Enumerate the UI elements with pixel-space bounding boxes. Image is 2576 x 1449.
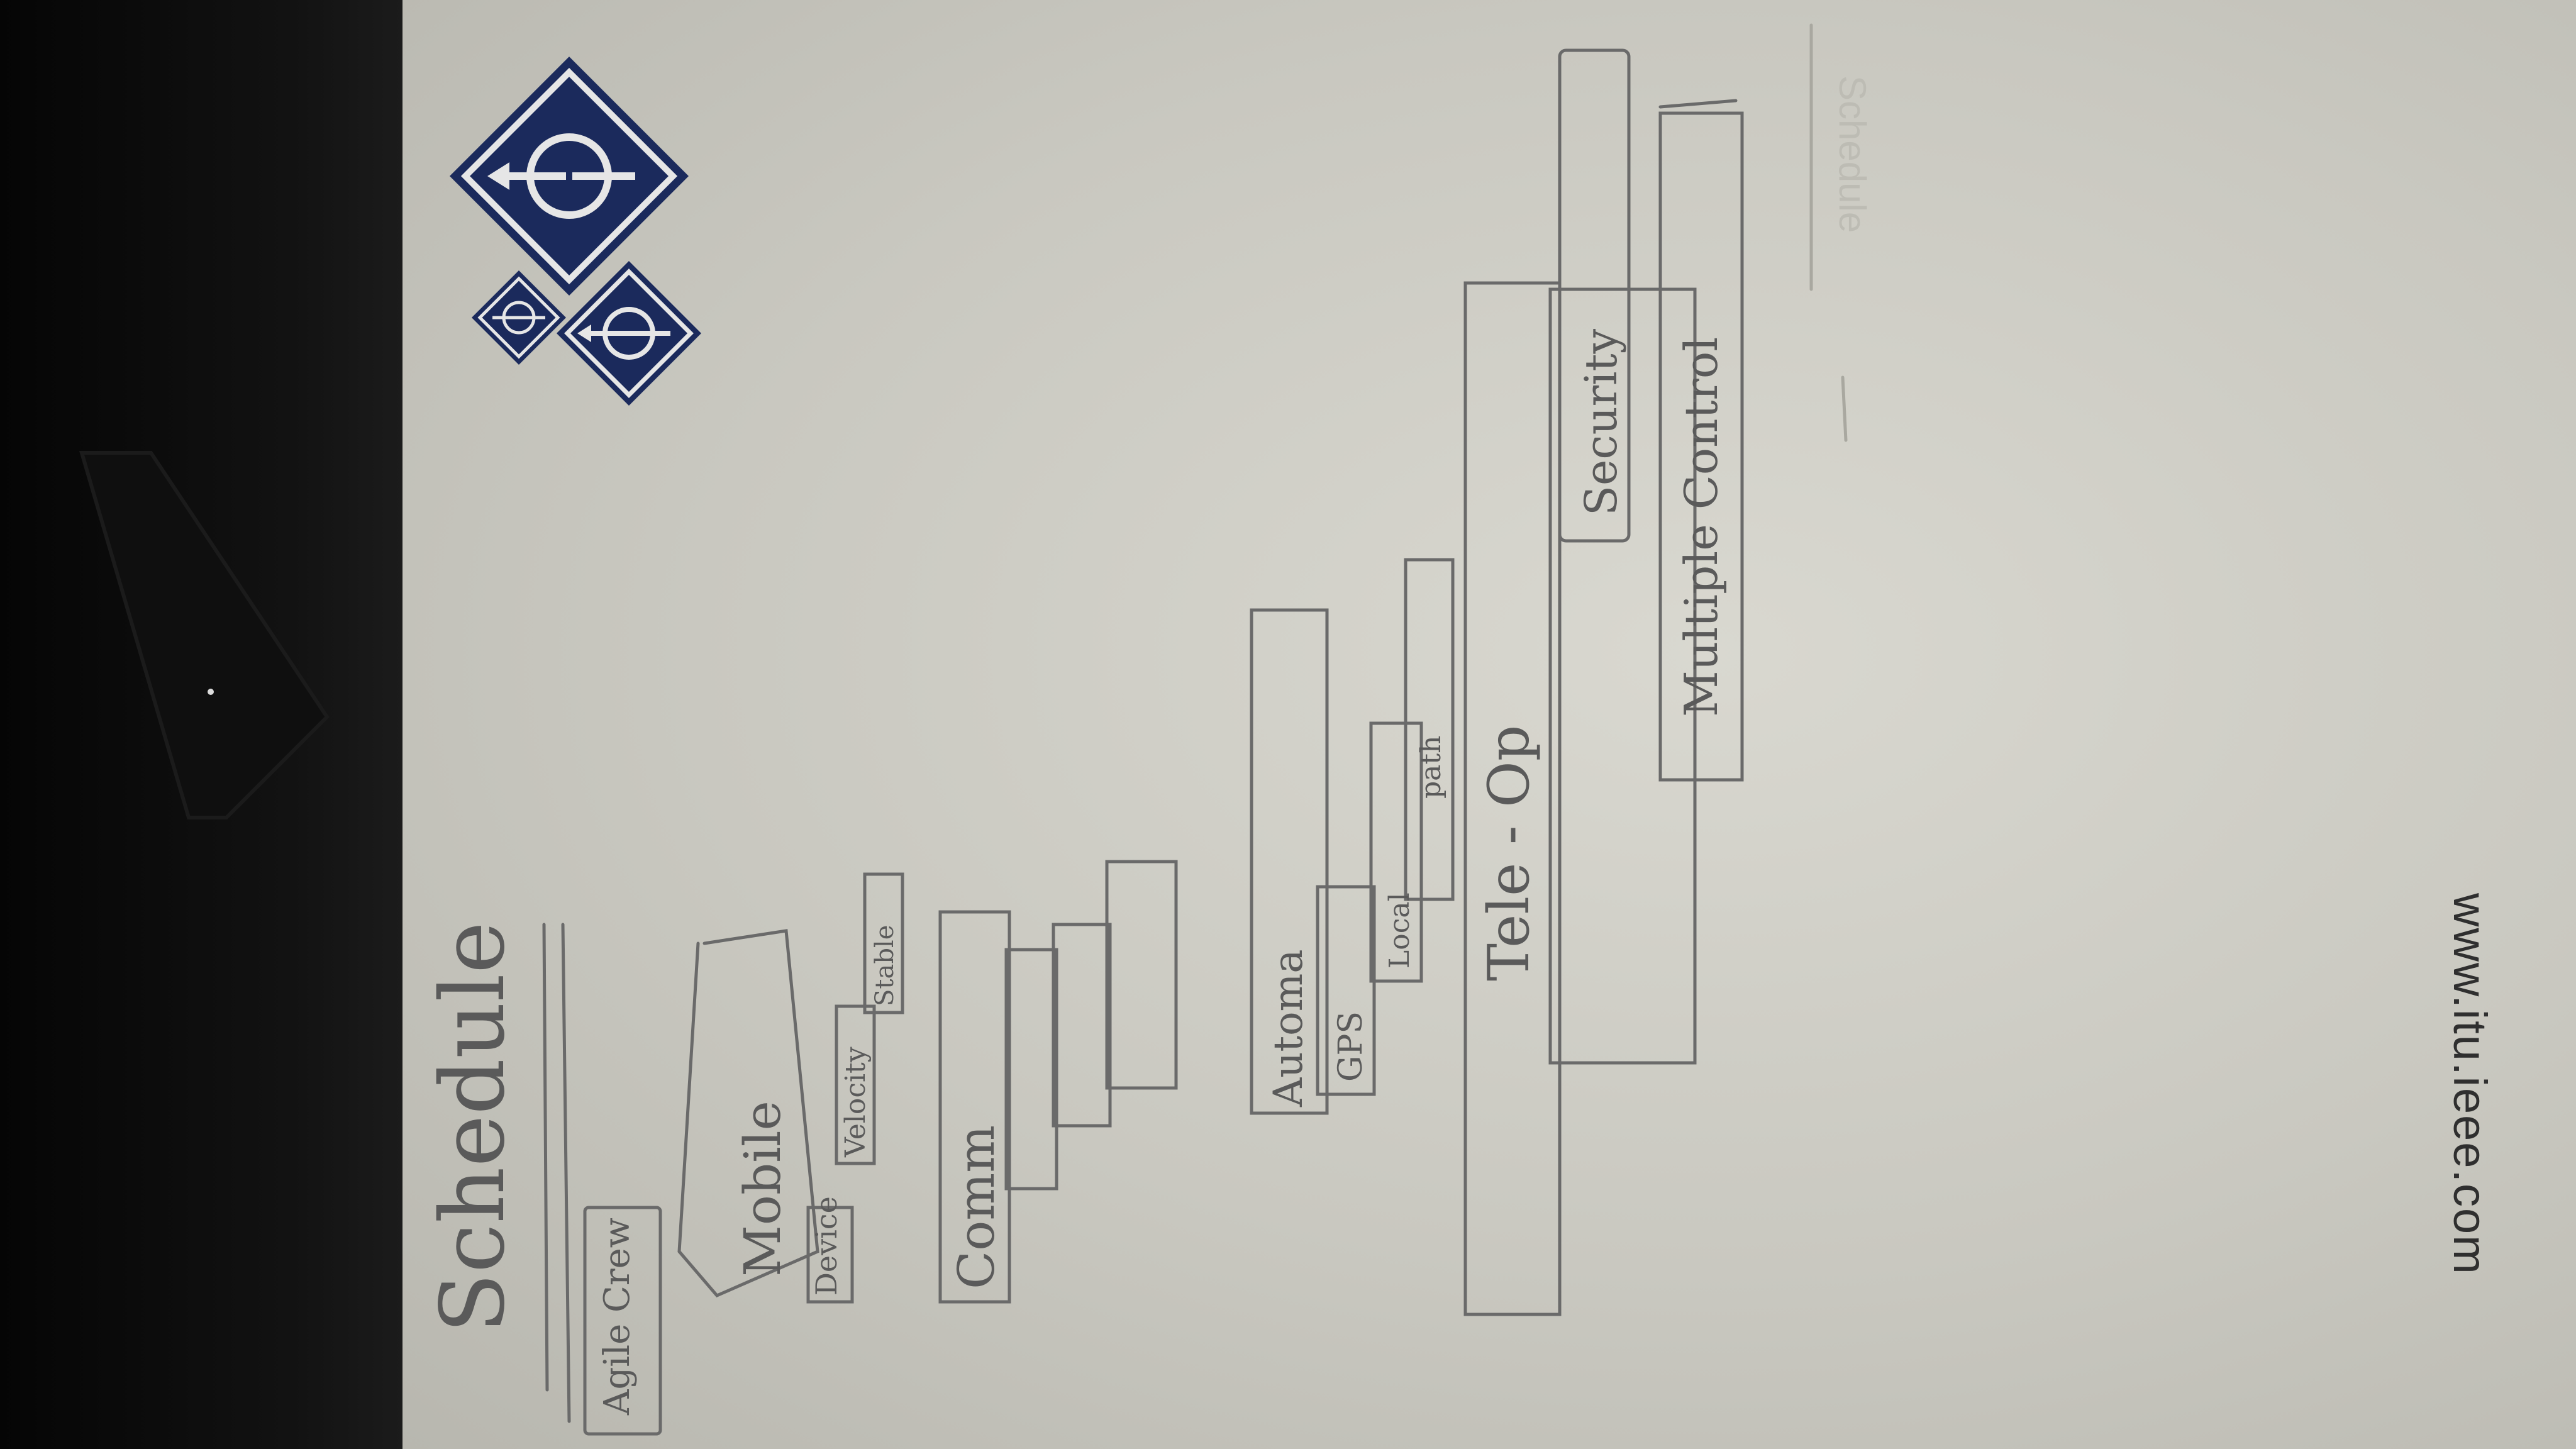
label-multiple-control: Multiple Control (1675, 337, 1728, 717)
label-comm: Comm (947, 1125, 1006, 1289)
faint-bleed-through-text: Schedule (1831, 75, 1874, 233)
label-local: Local (1384, 892, 1416, 969)
label-agile-crew: Agile Crew (597, 1218, 638, 1416)
pen-on-desk (79, 451, 330, 819)
logo-diamond-small (472, 270, 566, 365)
label-velocity: Velocity (840, 1046, 872, 1158)
paper-sheet (402, 0, 2576, 1449)
label-device: Device (809, 1196, 843, 1296)
handwritten-labels: Schedule Agile Crew Mobile Device Veloci… (422, 328, 1728, 1416)
logo-diamond-large (450, 57, 689, 296)
watermark: www.itu.ieee.com (2444, 893, 2496, 1275)
label-mobile: Mobile (733, 1101, 792, 1277)
label-stable: Stable (870, 925, 899, 1006)
label-security: Security (1575, 328, 1627, 516)
label-automation: Automa (1265, 949, 1312, 1108)
label-gps: GPS (1332, 1011, 1370, 1082)
pencil-sketch (542, 23, 1848, 1436)
label-title: Schedule (422, 921, 525, 1333)
logo-diamond-medium (557, 261, 701, 406)
label-teleop: Tele - Op (1476, 725, 1542, 981)
label-path: path (1415, 736, 1447, 799)
